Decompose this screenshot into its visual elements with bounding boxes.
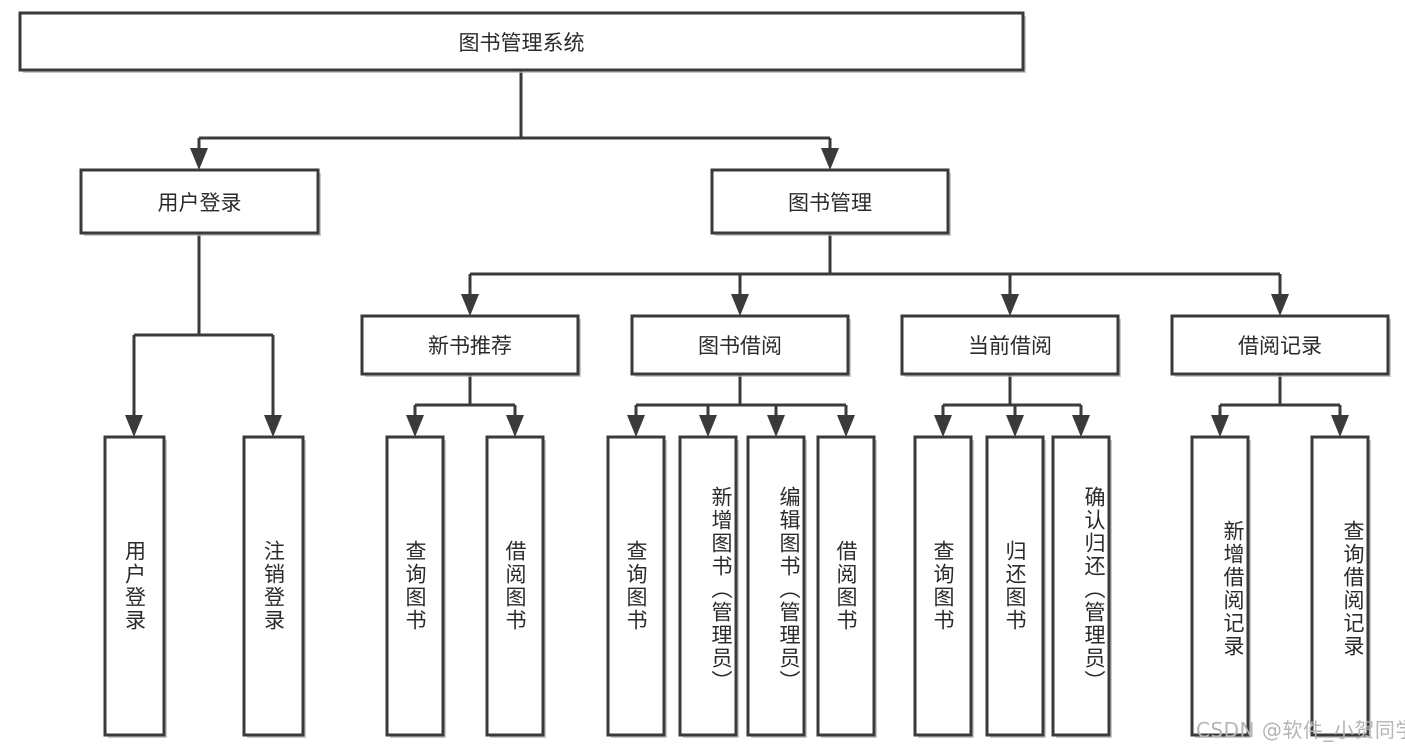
edge-group-borrow-record-to-leaves <box>1211 374 1349 437</box>
arrow-head-icon <box>190 148 208 170</box>
arrow-head-icon <box>1072 415 1090 437</box>
node-box-leaf-edit-book[interactable] <box>746 435 806 737</box>
node-box-user-login[interactable] <box>79 168 320 235</box>
arrow-head-icon <box>699 415 717 437</box>
arrow-head-icon <box>506 415 524 437</box>
edge-group-book-manage-to-level3 <box>461 233 1289 316</box>
arrow-head-icon <box>1271 294 1289 316</box>
node-box-leaf-borrow-book-1[interactable] <box>485 435 545 737</box>
node-box-leaf-add-record[interactable] <box>1190 435 1250 737</box>
edge-group-new-book-rec-to-leaves <box>406 374 524 437</box>
watermark-text: CSDN @软件_小贺同学 <box>1196 718 1405 742</box>
arrow-head-icon <box>125 415 143 437</box>
arrow-head-icon <box>1331 415 1349 437</box>
arrow-head-icon <box>627 415 645 437</box>
node-box-leaf-return-book[interactable] <box>985 435 1045 737</box>
edge-group-user-login-to-leaves <box>125 233 282 437</box>
arrow-head-icon <box>837 415 855 437</box>
node-box-leaf-query-book-2[interactable] <box>606 435 666 737</box>
node-box-root[interactable] <box>18 11 1025 72</box>
node-box-leaf-query-book-3[interactable] <box>913 435 973 737</box>
node-box-new-book-rec[interactable] <box>360 314 580 376</box>
node-box-leaf-confirm-return[interactable] <box>1051 435 1111 737</box>
node-box-leaf-query-record[interactable] <box>1310 435 1370 737</box>
node-box-borrow-record[interactable] <box>1170 314 1390 376</box>
arrow-head-icon <box>264 415 282 437</box>
node-box-leaf-borrow-book-2[interactable] <box>816 435 876 737</box>
node-box-leaf-user-login[interactable] <box>103 435 166 737</box>
node-box-current-borrow[interactable] <box>900 314 1120 376</box>
node-box-leaf-add-book[interactable] <box>678 435 738 737</box>
arrow-head-icon <box>731 294 749 316</box>
node-box-book-manage[interactable] <box>710 168 950 235</box>
node-box-book-borrow[interactable] <box>630 314 850 376</box>
arrow-head-icon <box>1006 415 1024 437</box>
arrow-head-icon <box>821 148 839 170</box>
edges-layer <box>125 70 1349 437</box>
edge-group-root-to-level2 <box>190 70 839 170</box>
arrow-head-icon <box>461 294 479 316</box>
arrow-head-icon <box>934 415 952 437</box>
edge-group-current-borrow-to-leaves <box>934 374 1090 437</box>
arrow-head-icon <box>767 415 785 437</box>
arrow-head-icon <box>1211 415 1229 437</box>
node-box-leaf-query-book-1[interactable] <box>385 435 445 737</box>
arrow-head-icon <box>406 415 424 437</box>
node-box-leaf-logout[interactable] <box>242 435 305 737</box>
nodes-layer <box>18 11 1391 738</box>
edge-group-book-borrow-to-leaves <box>627 374 855 437</box>
arrow-head-icon <box>1001 294 1019 316</box>
